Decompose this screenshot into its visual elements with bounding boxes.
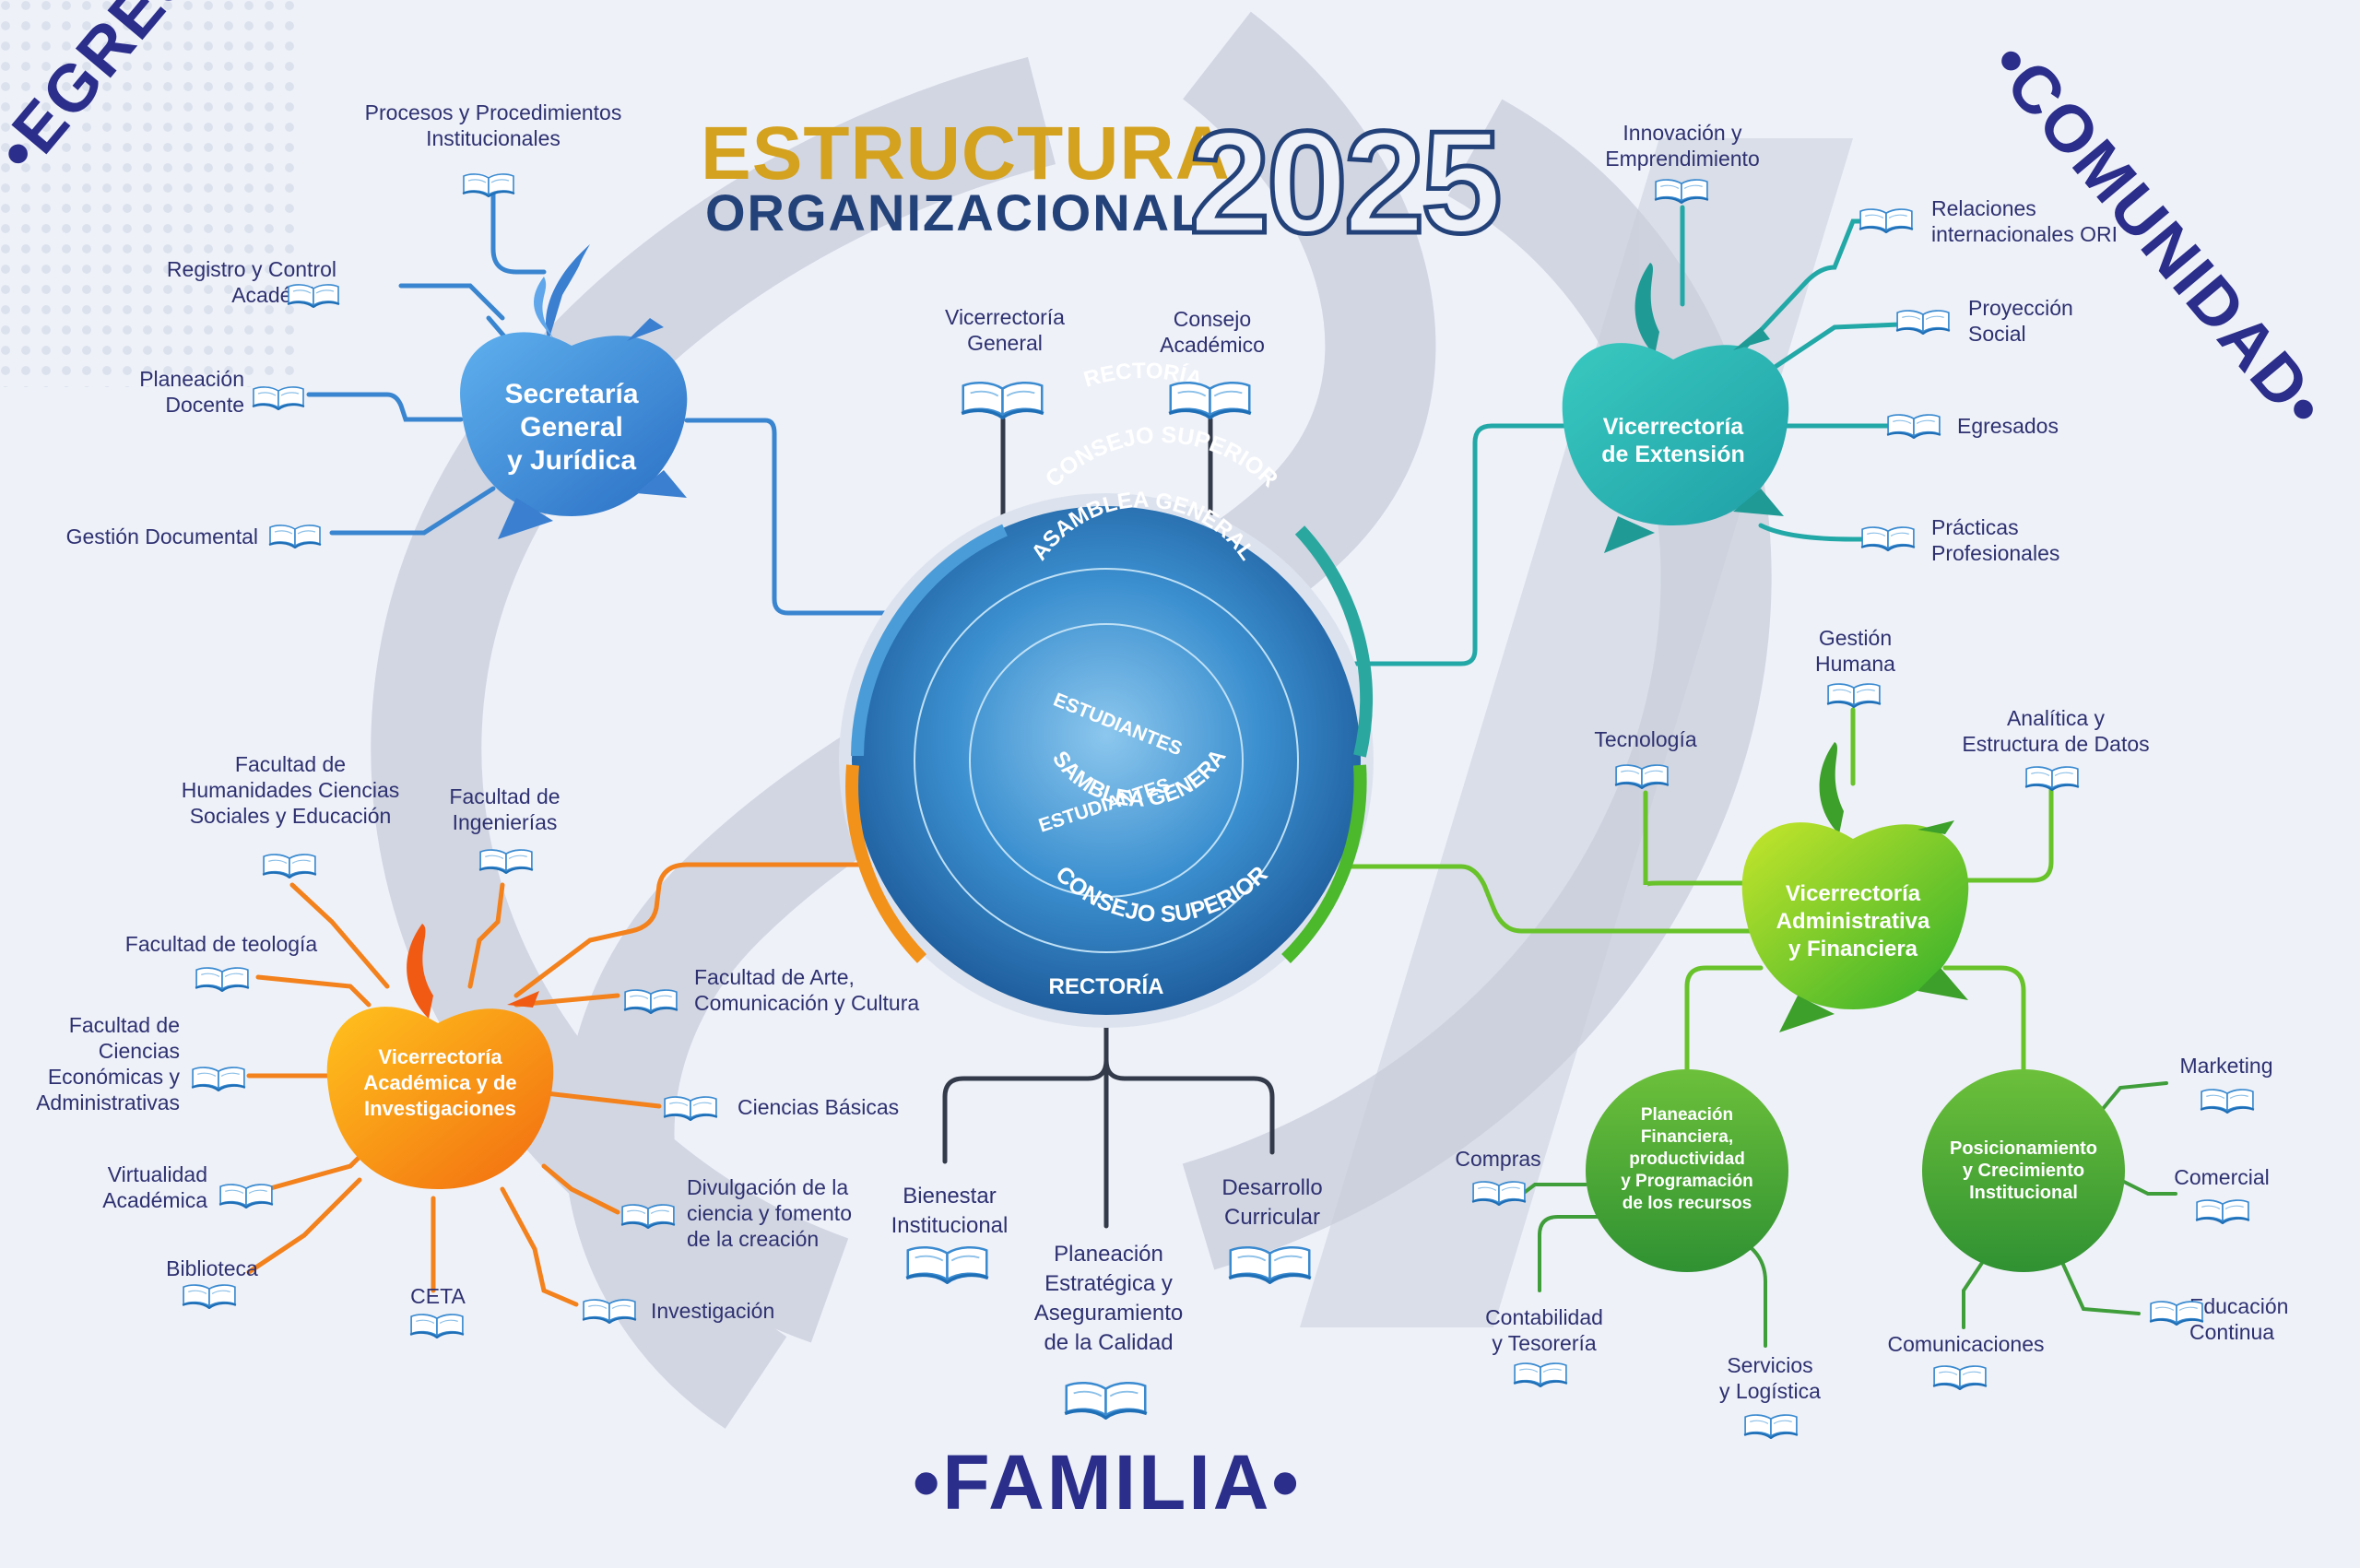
gestion-humana-label: Gestión Humana — [1815, 626, 1895, 676]
open-book-icon — [1512, 1362, 1569, 1392]
ceta-label: CETA — [410, 1284, 466, 1308]
open-book-icon — [1226, 1244, 1314, 1289]
extension-connectors — [1343, 205, 1902, 666]
open-book-icon — [1894, 309, 1952, 339]
planeacion-estrategica-label: Planeación Estratégica y Aseguramiento d… — [1033, 1242, 1184, 1355]
open-book-icon — [2194, 1198, 2251, 1229]
page-title-year: 2025 — [1187, 100, 1504, 266]
rectoria-bottom-label: RECTORÍA — [1049, 973, 1164, 999]
procesos-label: Procesos y Procedimientos Institucionale… — [364, 100, 622, 150]
open-book-icon — [1613, 763, 1670, 794]
comercial-label: Comercial — [2174, 1165, 2270, 1189]
open-book-icon — [461, 172, 516, 202]
corner-familia: •FAMILIA• — [913, 1439, 1302, 1526]
vicerrectoria-general-label: Vicerrectoría General — [945, 305, 1065, 355]
open-book-icon — [1653, 178, 1710, 208]
secretaria-node-label: Secretaría General y Jurídica — [504, 379, 639, 476]
virtualidad-label: Virtualidad Académica — [102, 1162, 207, 1212]
posicionamiento-label: Posicionamiento y Crecimiento Institucio… — [1949, 1138, 2098, 1203]
analitica-label: Analítica y Estructura de Datos — [1962, 706, 2150, 756]
open-book-icon — [181, 1283, 238, 1314]
open-book-icon — [1166, 380, 1254, 424]
academica-connectors — [246, 862, 934, 1307]
open-book-icon — [581, 1298, 638, 1328]
tecnologia-label: Tecnología — [1594, 727, 1697, 751]
open-book-icon — [1885, 413, 1942, 443]
planeacion-docente-label: Planeación Docente — [139, 367, 244, 417]
open-book-icon — [662, 1095, 719, 1126]
posicionamiento-circle — [1922, 1069, 2125, 1272]
extension-node-label: Vicerrectoría de Extensión — [1601, 414, 1745, 467]
open-book-icon — [1470, 1180, 1528, 1210]
open-book-icon — [2148, 1300, 2205, 1330]
open-book-icon — [1825, 682, 1882, 713]
administrativa-apple — [1741, 742, 1969, 1032]
innovacion-label: Innovación y Emprendimiento — [1605, 121, 1760, 171]
administrativa-connectors — [1343, 707, 2054, 1081]
academica-node-label: Vicerrectoría Académica y de Investigaci… — [363, 1045, 517, 1120]
divulgacion-label: Divulgación de la ciencia y fomento de l… — [687, 1175, 852, 1251]
proyeccion-label: Proyección Social — [1968, 296, 2073, 346]
bienestar-label: Bienestar Institucional — [891, 1184, 1009, 1238]
compras-label: Compras — [1455, 1147, 1541, 1171]
relaciones-label: Relaciones internacionales ORI — [1931, 196, 2118, 246]
planeacion-financiera-label: Planeación Financiera, productividad y P… — [1621, 1105, 1753, 1213]
open-book-icon — [622, 988, 679, 1019]
open-book-icon — [1858, 207, 1915, 238]
extension-apple — [1562, 263, 1789, 553]
planeacion-financiera-circle — [1586, 1069, 1788, 1272]
servicios-label: Servicios y Logística — [1719, 1353, 1821, 1403]
page-title-line2: ORGANIZACIONAL — [705, 183, 1205, 242]
open-book-icon — [251, 385, 306, 415]
open-book-icon — [1931, 1364, 1988, 1395]
consejo-academico-label: Consejo Académico — [1160, 307, 1265, 357]
open-book-icon — [218, 1183, 275, 1213]
open-book-icon — [2199, 1088, 2256, 1118]
open-book-icon — [286, 283, 341, 312]
open-book-icon — [408, 1313, 466, 1343]
open-book-icon — [190, 1066, 247, 1096]
open-book-icon — [478, 848, 535, 878]
biblioteca-label: Biblioteca — [166, 1256, 258, 1280]
investigacion-label: Investigación — [651, 1299, 775, 1323]
ingenierias-label: Facultad de Ingenierías — [449, 784, 560, 834]
academica-apple — [326, 924, 554, 1189]
consejo-top-label: CONSEJO SUPERIOR — [1041, 422, 1283, 492]
open-book-icon — [620, 1203, 677, 1233]
open-book-icon — [959, 380, 1046, 424]
contabilidad-label: Contabilidad y Tesorería — [1485, 1305, 1603, 1355]
page-title-line1: ESTRUCTURA — [701, 112, 1231, 195]
basicas-label: Ciencias Básicas — [738, 1095, 900, 1119]
secretaria-apple — [460, 244, 688, 539]
economicas-label: Facultad de Ciencias Económicas y Admini… — [36, 1013, 180, 1114]
arte-label: Facultad de Arte, Comunicación y Cultura — [694, 965, 920, 1015]
open-book-icon — [1062, 1380, 1150, 1424]
rectoria-bottom-connectors — [942, 1020, 1275, 1229]
administrativa-node-label: Vicerrectoría Administrativa y Financier… — [1776, 881, 1930, 961]
open-book-icon — [261, 853, 318, 883]
open-book-icon — [267, 524, 323, 553]
desarrollo-label: Desarrollo Curricular — [1221, 1175, 1323, 1230]
background-dots — [0, 0, 304, 387]
practicas-label: Prácticas Profesionales — [1931, 515, 2060, 565]
rectoria-top-connectors — [1000, 417, 1213, 519]
educacion-label: Educación Continua — [2189, 1294, 2289, 1344]
humanidades-label: Facultad de Humanidades Ciencias Sociale… — [181, 752, 400, 828]
teologia-label: Facultad de teología — [124, 932, 318, 956]
open-book-icon — [903, 1244, 991, 1289]
egresados-label: Egresados — [1957, 414, 2059, 438]
open-book-icon — [1742, 1413, 1800, 1444]
comunicaciones-label: Comunicaciones — [1887, 1332, 2045, 1356]
open-book-icon — [2024, 765, 2081, 796]
gestion-documental-label: Gestión Documental — [65, 525, 258, 548]
open-book-icon — [194, 966, 251, 996]
marketing-label: Marketing — [2179, 1054, 2273, 1078]
open-book-icon — [1859, 525, 1917, 556]
